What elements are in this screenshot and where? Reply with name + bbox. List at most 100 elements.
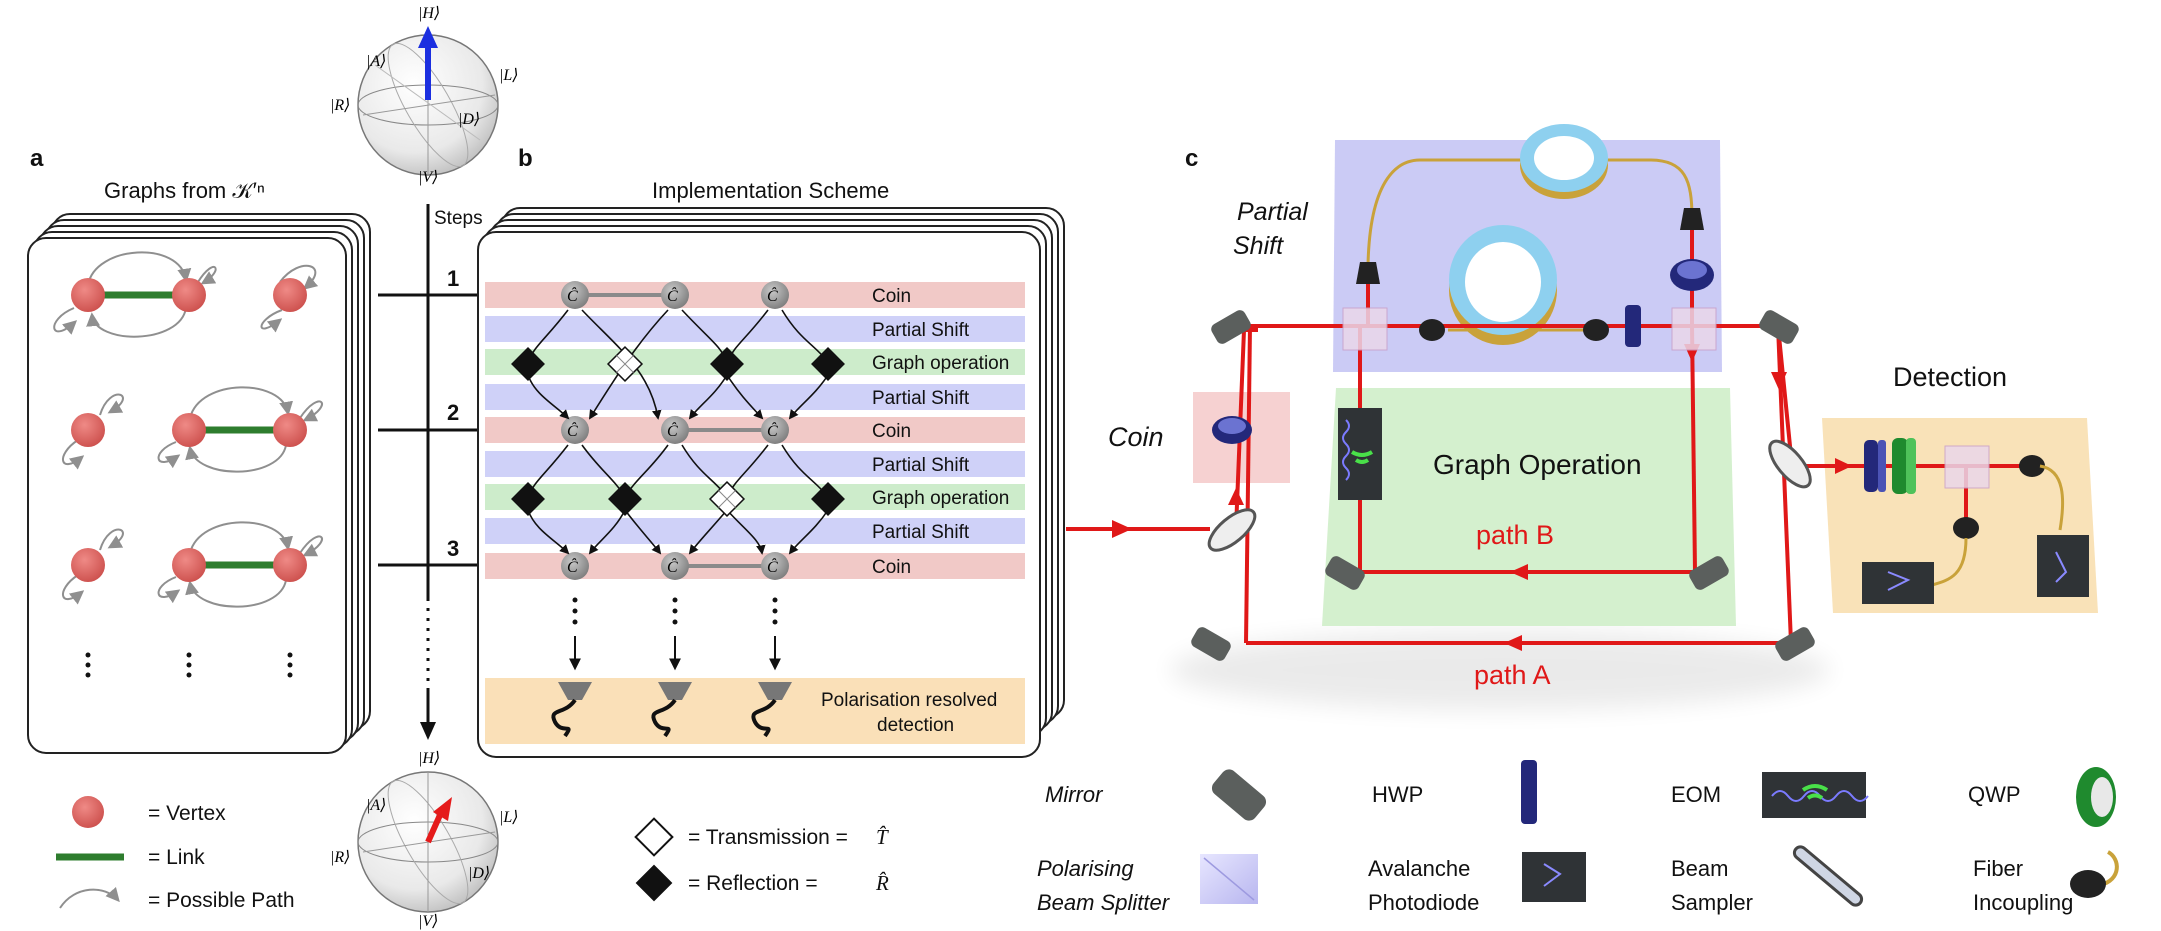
graph-ellipsis — [85, 652, 293, 678]
panel-b-title: Implementation Scheme — [652, 178, 889, 203]
band-label: Partial Shift — [872, 320, 970, 341]
optic-fiber-label-2: Incoupling — [1973, 890, 2073, 915]
bloch-sphere-top: |H⟩ |V⟩ |A⟩ |D⟩ |L⟩ |R⟩ — [330, 5, 519, 186]
vertex — [273, 278, 307, 312]
optic-pbs-label-2: Beam Splitter — [1037, 890, 1171, 915]
band-label: Graph operation — [872, 488, 1009, 509]
bloch-bottom-V: |V⟩ — [418, 913, 438, 930]
detection-label-1: Polarisation resolved — [821, 690, 997, 711]
panel-b-letter: b — [518, 145, 533, 172]
hwp-icon — [1521, 760, 1537, 824]
legend-path-label: = Possible Path — [148, 889, 295, 912]
apd-devices — [1862, 535, 2089, 604]
graph-row-3 — [61, 521, 323, 608]
label-coin: Coin — [1108, 422, 1164, 452]
band-shift — [485, 451, 1025, 477]
beam-sampler-icon — [1792, 845, 1864, 907]
steps-axis — [378, 204, 478, 740]
legend-transmission-label: = Transmission = — [688, 826, 848, 849]
optic-pbs-label-1: Polarising — [1037, 856, 1134, 881]
fiber-couplers — [1356, 208, 2045, 539]
band-shift — [485, 316, 1025, 342]
legend-transmission-op: T̂ — [876, 825, 889, 849]
fiber-path — [1366, 158, 1540, 266]
optic-beam-sampler-label-2: Sampler — [1671, 890, 1753, 915]
coin-op: Ĉ — [567, 557, 578, 576]
panel-a-letter: a — [30, 145, 44, 172]
label-path-b: path B — [1476, 520, 1554, 550]
beam-input — [1066, 520, 1210, 538]
coin-op: Ĉ — [767, 421, 778, 440]
bloch-bottom-A: |A⟩ — [366, 797, 386, 814]
legend-vertex-label: = Vertex — [148, 802, 226, 825]
band-label: Coin — [872, 421, 911, 442]
fiber-loop-small — [1520, 124, 1608, 199]
band-label: Partial Shift — [872, 522, 970, 543]
vertex — [71, 548, 105, 582]
optic-hwp-label: HWP — [1372, 782, 1423, 807]
bloch-top-V: |V⟩ — [418, 169, 438, 186]
coin-row-1: Ĉ Ĉ Ĉ — [561, 281, 789, 309]
step-number-1: 1 — [447, 266, 459, 291]
bloch-top-H: |H⟩ — [418, 5, 440, 22]
coin-op: Ĉ — [667, 286, 678, 305]
bloch-top-L: |L⟩ — [499, 67, 519, 84]
optic-eom-label: EOM — [1671, 782, 1721, 807]
vertex — [71, 278, 105, 312]
graph-row-1 — [53, 251, 319, 338]
bloch-sphere-bottom: |H⟩ |V⟩ |A⟩ |D⟩ |L⟩ |R⟩ — [330, 750, 519, 930]
coin-op: Ĉ — [567, 286, 578, 305]
fiber-loop-large — [1449, 225, 1557, 345]
vertex — [172, 548, 206, 582]
qwp — [1892, 438, 1916, 494]
optic-qwp-label: QWP — [1968, 782, 2021, 807]
optic-apd-label-1: Avalanche — [1368, 856, 1470, 881]
band-label: Coin — [872, 557, 911, 578]
graph-operation-diamonds-2 — [511, 480, 845, 518]
step-number-2: 2 — [447, 400, 459, 425]
label-detection: Detection — [1893, 362, 2007, 392]
vertex — [71, 413, 105, 447]
vertex — [172, 413, 206, 447]
band-graph — [485, 484, 1025, 510]
band-label: Partial Shift — [872, 388, 970, 409]
panel-a-legend: = Vertex = Link = Possible Path — [56, 796, 295, 912]
panel-a-title: Graphs from 𝒦′ⁿ — [104, 178, 265, 203]
coin-row-3: Ĉ Ĉ Ĉ — [561, 552, 789, 580]
apd-icon — [1522, 852, 1586, 902]
bloch-bottom-R: |R⟩ — [330, 849, 350, 866]
vertex — [273, 413, 307, 447]
label-graph-operation: Graph Operation — [1433, 449, 1642, 480]
band-label: Coin — [872, 286, 911, 307]
coin-op: Ĉ — [567, 421, 578, 440]
detection-label-2: detection — [877, 715, 954, 736]
coin-row-2: Ĉ Ĉ Ĉ — [561, 416, 789, 444]
vertex — [172, 278, 206, 312]
legend-reflection-label: = Reflection = — [688, 872, 818, 895]
band-shift — [485, 384, 1025, 410]
label-path-a: path A — [1474, 660, 1551, 690]
mirror-icon — [1211, 769, 1267, 821]
to-detection — [569, 597, 781, 671]
mirrors — [1191, 310, 1815, 661]
optics-legend: Mirror HWP EOM QWP Polarising Beam Split… — [1037, 760, 2119, 915]
coin-op: Ĉ — [767, 286, 778, 305]
label-partial-1: Partial — [1237, 198, 1309, 226]
hwps — [1212, 259, 1886, 492]
optic-beam-sampler-label-1: Beam — [1671, 856, 1728, 881]
qwp-icon — [2076, 767, 2116, 827]
panel-b-legend: = Transmission = T̂ = Reflection = R̂ — [634, 817, 889, 902]
optic-mirror-label: Mirror — [1045, 782, 1104, 807]
legend-path-icon — [59, 886, 120, 909]
fiber-incoupling-icon — [2070, 850, 2119, 898]
steps-label: Steps — [434, 208, 483, 229]
legend-vertex-icon — [72, 796, 104, 828]
eom-icon — [1762, 772, 1869, 818]
graph-row-2 — [61, 386, 323, 473]
graph-operation-diamonds-1 — [511, 345, 845, 383]
vertex — [273, 548, 307, 582]
detectors — [551, 682, 792, 738]
band-label: Graph operation — [872, 353, 1009, 374]
band-label: Partial Shift — [872, 455, 970, 476]
